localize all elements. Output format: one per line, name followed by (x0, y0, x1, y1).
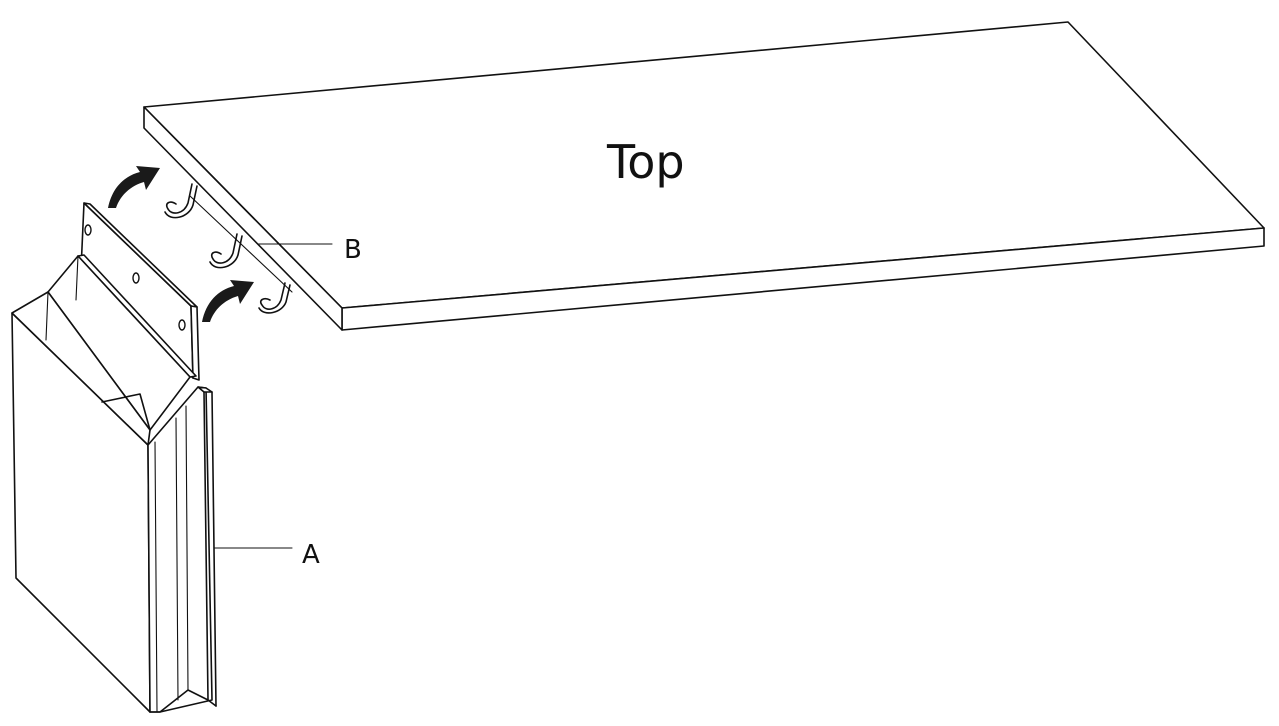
arrow-icon (108, 166, 160, 208)
label-a: A (302, 540, 320, 570)
hook-group (164, 183, 293, 314)
hook-3 (258, 282, 291, 314)
top-panel-left-edge (143, 106, 343, 331)
leg-front-channel (147, 386, 213, 713)
label-b: B (344, 235, 362, 265)
top-panel-surface (143, 21, 1265, 309)
top-label: Top (606, 135, 685, 189)
bracket-plate (80, 202, 200, 381)
bracket-hole-1 (84, 224, 92, 236)
curved-arrow-lower (202, 280, 254, 322)
hook-2 (209, 233, 243, 269)
bracket-hole-3 (178, 319, 186, 331)
bracket-hole-2 (132, 272, 140, 284)
curved-arrow-upper (108, 166, 160, 208)
arrow-icon (202, 280, 254, 322)
hook-1 (164, 183, 198, 219)
leg-profile (11, 254, 217, 713)
top-panel (143, 21, 1265, 331)
